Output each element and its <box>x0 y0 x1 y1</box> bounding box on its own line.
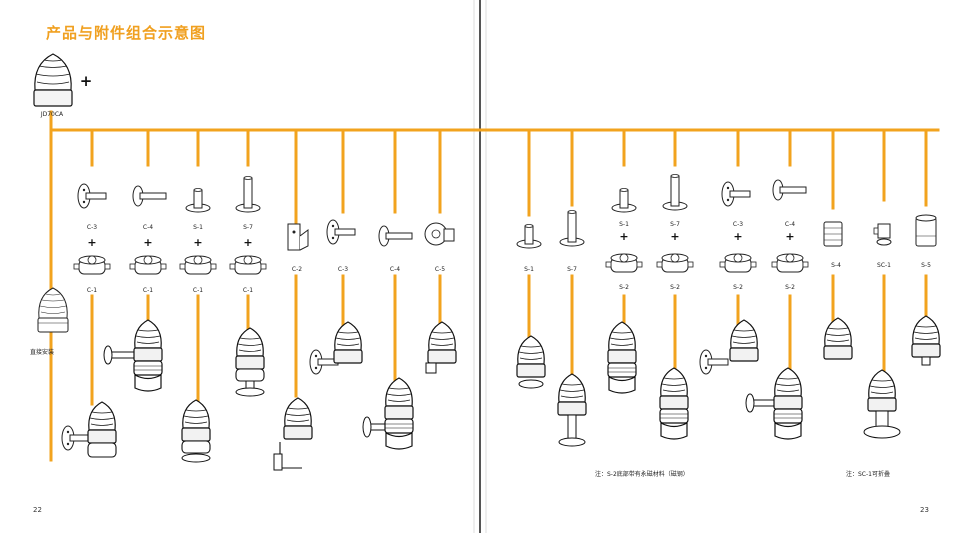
combo-c3-lamp-icon <box>309 321 363 375</box>
combo-s5-lamp-icon <box>911 315 941 366</box>
main-product-label: JD70CA <box>40 111 64 118</box>
c3-wall-bracket-icon-2 <box>326 219 356 245</box>
s1-short-pole-icon-r2 <box>611 188 637 213</box>
left-bottom-label-3: C-1 <box>192 287 204 294</box>
s7-long-pole-icon-r2 <box>662 174 688 211</box>
s2-magnet-base-icon <box>605 253 643 273</box>
left-plus-4: + <box>243 236 253 249</box>
right-plus-4: + <box>785 230 795 243</box>
combo-c4-lamp-icon <box>362 378 413 449</box>
left-top-label-1: C-3 <box>86 224 98 231</box>
left-right-label-c2: C-2 <box>291 266 303 273</box>
main-plus-sign: + <box>79 72 93 90</box>
c2-l-bracket-icon <box>287 223 309 251</box>
right-bottom-label-4: S-2 <box>785 284 795 291</box>
direct-mount-label: 直接安装 <box>29 349 55 356</box>
s5-cylinder-icon <box>915 214 937 247</box>
right-plus-1: + <box>619 230 629 243</box>
c1-junction-box-icon <box>73 255 111 275</box>
c5-plate-icon <box>424 222 455 246</box>
left-top-label-3: S-1 <box>193 224 203 231</box>
combo-c4-c1-lamp-icon <box>103 320 162 391</box>
c4-arm-icon <box>132 185 167 207</box>
combo-sc1-lamp-icon <box>863 369 901 439</box>
s2-magnet-base-icon-2 <box>656 253 694 273</box>
c4-arm-icon-2 <box>378 225 413 247</box>
right-bottom-label-1: S-2 <box>619 284 629 291</box>
right-top-label-2: S-7 <box>670 221 680 228</box>
s4-adapter-icon <box>823 221 843 247</box>
combo-s7-c1-lamp-icon <box>235 327 265 397</box>
right-first-label-s1: S-1 <box>524 266 534 273</box>
page-number-right: 23 <box>920 506 929 514</box>
s2-magnet-base-icon-4 <box>771 253 809 273</box>
right-top-label-1: S-1 <box>619 221 629 228</box>
combo-s7-s2-lamp-icon <box>660 368 688 439</box>
c4-arm-icon-r <box>772 179 807 201</box>
c3-wall-bracket-icon-r <box>721 181 751 207</box>
s2-magnet-base-icon-3 <box>719 253 757 273</box>
right-plus-2: + <box>670 230 680 243</box>
combo-c3-c1-lamp-icon <box>61 401 117 458</box>
combo-s1-c1-lamp-icon <box>181 399 211 463</box>
combo-s7-lamp-icon <box>557 373 587 447</box>
left-right-label-c3: C-3 <box>337 266 349 273</box>
combo-s1-s2-lamp-icon <box>608 322 636 393</box>
s1-short-pole-icon <box>185 188 211 213</box>
combo-c5-lamp-icon <box>425 321 457 374</box>
combo-c3-s2-lamp-icon <box>699 319 759 375</box>
left-plus-1: + <box>87 236 97 249</box>
right-bottom-label-3: S-2 <box>733 284 743 291</box>
left-right-label-c5: C-5 <box>434 266 446 273</box>
direct-mount-lamp-icon <box>37 287 69 333</box>
main-lamp-icon <box>33 53 73 107</box>
sc1-fold-bracket-icon <box>873 223 892 246</box>
c3-wall-bracket-icon <box>77 183 107 209</box>
right-first-label-s7: S-7 <box>567 266 577 273</box>
left-right-label-c4: C-4 <box>389 266 401 273</box>
right-top-label-3: C-3 <box>732 221 744 228</box>
right-end-label-sc1: SC-1 <box>877 262 891 269</box>
c1-junction-box-icon-3 <box>179 255 217 275</box>
left-plus-3: + <box>193 236 203 249</box>
right-top-label-4: C-4 <box>784 221 796 228</box>
right-plus-3: + <box>733 230 743 243</box>
s7-long-pole-icon-r <box>559 210 585 247</box>
page-number-left: 22 <box>33 506 42 514</box>
right-end-label-s5: S-5 <box>921 262 931 269</box>
note-s2: 注：S-2底部带有永磁材料（磁钢） <box>595 471 689 478</box>
right-end-label-s4: S-4 <box>831 262 841 269</box>
left-top-label-4: S-7 <box>243 224 253 231</box>
combo-c4-s2-lamp-icon <box>745 368 802 439</box>
left-bottom-label-1: C-1 <box>86 287 98 294</box>
right-bottom-label-2: S-2 <box>670 284 680 291</box>
combo-s1-lamp-icon <box>516 335 546 389</box>
c1-junction-box-icon-2 <box>129 255 167 275</box>
combo-s4-lamp-icon <box>823 317 853 360</box>
combo-c2-lamp-icon <box>273 397 313 471</box>
left-bottom-label-2: C-1 <box>142 287 154 294</box>
left-top-label-2: C-4 <box>142 224 154 231</box>
s7-long-pole-icon <box>235 176 261 213</box>
page-title: 产品与附件组合示意图 <box>46 24 207 42</box>
left-plus-2: + <box>143 236 153 249</box>
orange-bus <box>49 110 940 462</box>
s1-short-pole-icon-r <box>516 224 542 249</box>
c1-junction-box-icon-4 <box>229 255 267 275</box>
note-sc1: 注：SC-1可折叠 <box>846 471 890 478</box>
left-bottom-label-4: C-1 <box>242 287 254 294</box>
